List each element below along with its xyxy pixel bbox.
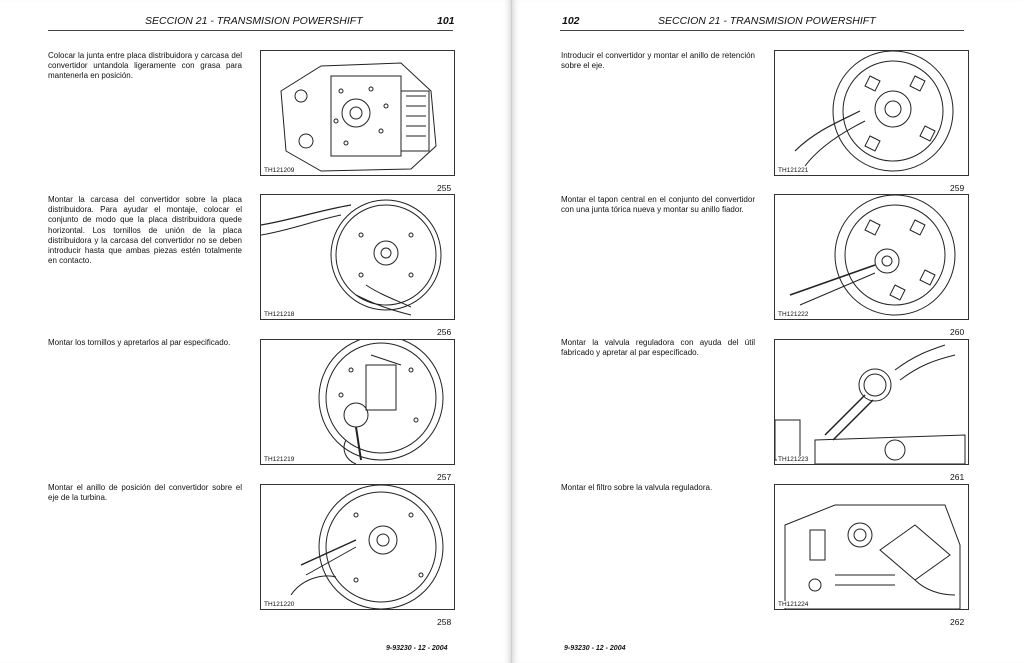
left-page: SECCION 21 - TRANSMISION POWERSHIFT 101 … xyxy=(48,0,512,663)
step-text-262: Montar el filtro sobre la valvula regula… xyxy=(561,483,713,492)
figure-261-illustration xyxy=(775,344,966,464)
figure-code: TH121218 xyxy=(263,311,296,318)
step-text-258: Montar el anillo de posición del convert… xyxy=(48,483,242,503)
page-footer: 9-93230 - 12 - 2004 xyxy=(386,645,448,652)
page-footer: 9-93230 - 12 - 2004 xyxy=(564,645,626,652)
header-rule xyxy=(560,30,964,31)
figure-260-illustration xyxy=(789,195,956,316)
section-title: SECCION 21 - TRANSMISION POWERSHIFT xyxy=(658,15,876,27)
figure-number: 257 xyxy=(437,472,452,482)
figure-261: TH121223 xyxy=(774,339,969,465)
page-number: 101 xyxy=(437,15,455,27)
figure-262-illustration xyxy=(784,504,961,609)
figure-code: TH121209 xyxy=(263,167,296,174)
figure-256-illustration xyxy=(261,199,442,316)
figure-257: TH121219 xyxy=(260,339,455,465)
figure-number: 258 xyxy=(437,617,452,627)
step-text-260: Montar el tapon central en el conjunto d… xyxy=(561,195,755,215)
step-text-256: Montar la carcasa del convertidor sobre … xyxy=(48,195,242,266)
step-text-259: Introducir el convertidor y montar el an… xyxy=(561,51,755,71)
figure-code: TH121222 xyxy=(777,311,810,318)
step-text-261: Montar la valvula reguladora con ayuda d… xyxy=(561,338,755,358)
page-number: 102 xyxy=(562,15,580,27)
step-text-255: Colocar la junta entre placa distribuido… xyxy=(48,51,242,81)
figure-code: TH121220 xyxy=(263,601,296,608)
figure-255-illustration xyxy=(280,62,437,172)
figure-number: 261 xyxy=(950,472,965,482)
figure-code: TH121224 xyxy=(777,601,810,608)
figure-number: 256 xyxy=(437,327,452,337)
figure-259: TH121221 xyxy=(774,50,969,176)
figure-255: TH121209 xyxy=(260,50,455,176)
figure-number: 260 xyxy=(950,327,965,337)
figure-259-illustration xyxy=(794,51,954,172)
figure-258: TH121220 xyxy=(260,484,455,610)
figure-number: 255 xyxy=(437,183,452,193)
right-page: 102 SECCION 21 - TRANSMISION POWERSHIFT … xyxy=(512,0,1023,663)
figure-262: TH121224 xyxy=(774,484,969,610)
figure-260: TH121222 xyxy=(774,194,969,320)
figure-code: TH121223 xyxy=(777,456,810,463)
section-title: SECCION 21 - TRANSMISION POWERSHIFT xyxy=(145,15,363,27)
figure-258-illustration xyxy=(290,485,444,609)
figure-code: TH121219 xyxy=(263,456,296,463)
header-rule xyxy=(48,30,453,31)
figure-number: 259 xyxy=(950,183,965,193)
figure-256: TH121218 xyxy=(260,194,455,320)
step-text-257: Montar los tornillos y apretarlos al par… xyxy=(48,338,231,347)
figure-number: 262 xyxy=(950,617,965,627)
figure-code: TH121221 xyxy=(777,167,810,174)
figure-257-illustration xyxy=(318,340,444,464)
